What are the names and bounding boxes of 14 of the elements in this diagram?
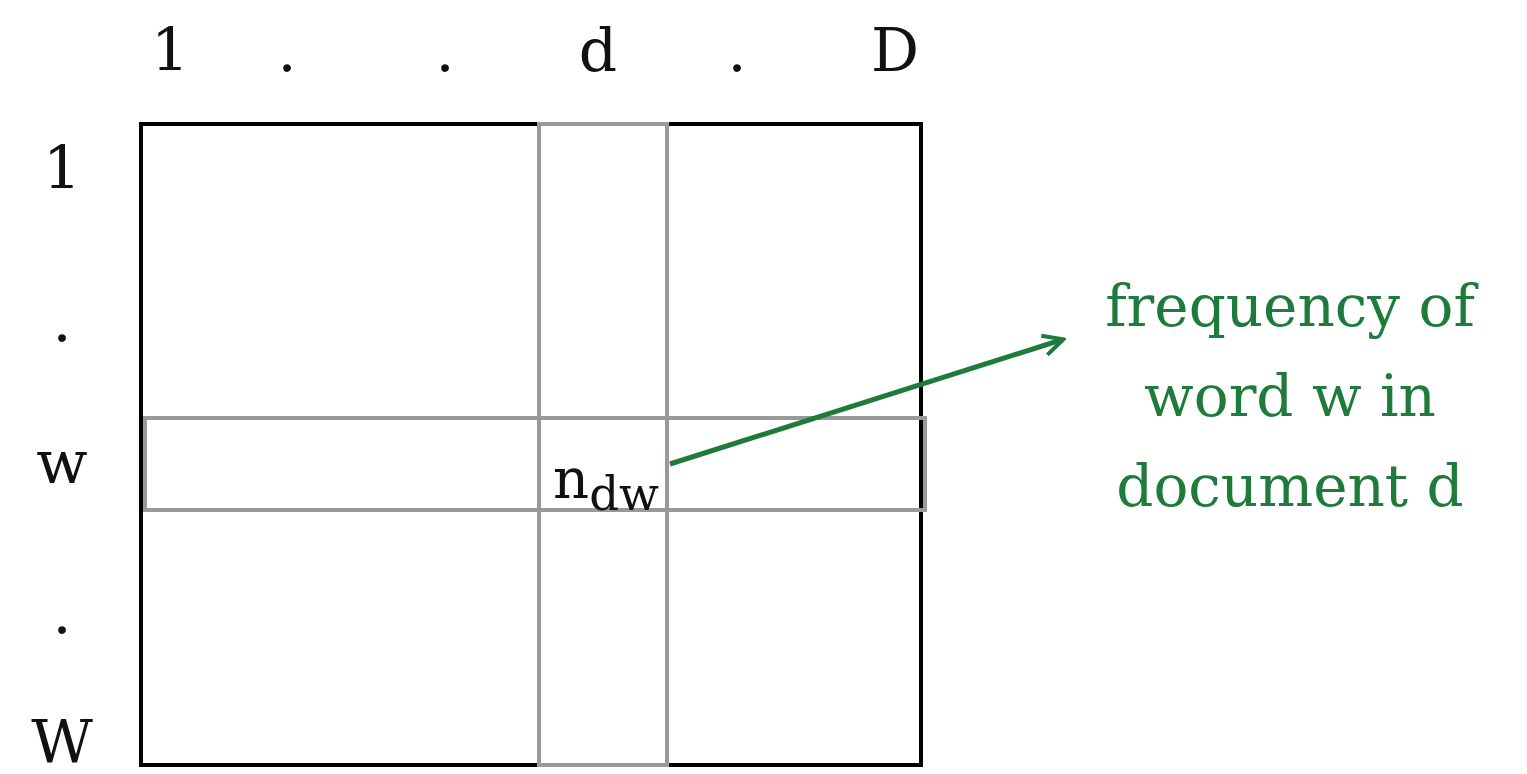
row-header: . — [52, 582, 72, 642]
row-header: 1 — [42, 138, 82, 198]
arrow — [669, 333, 1066, 467]
row-header: w — [36, 432, 88, 492]
column-header: . — [277, 20, 297, 80]
row-header: W — [31, 712, 93, 772]
column-header: d — [578, 20, 618, 80]
column-header: D — [870, 20, 920, 80]
row-header: . — [52, 290, 72, 350]
column-header: . — [727, 20, 747, 80]
annotation-text: frequency of word w in document d — [1065, 262, 1515, 532]
matrix-entry: n$_{dw}$ — [546, 436, 666, 531]
column-header: . — [435, 20, 455, 80]
column-header: 1 — [150, 20, 190, 80]
